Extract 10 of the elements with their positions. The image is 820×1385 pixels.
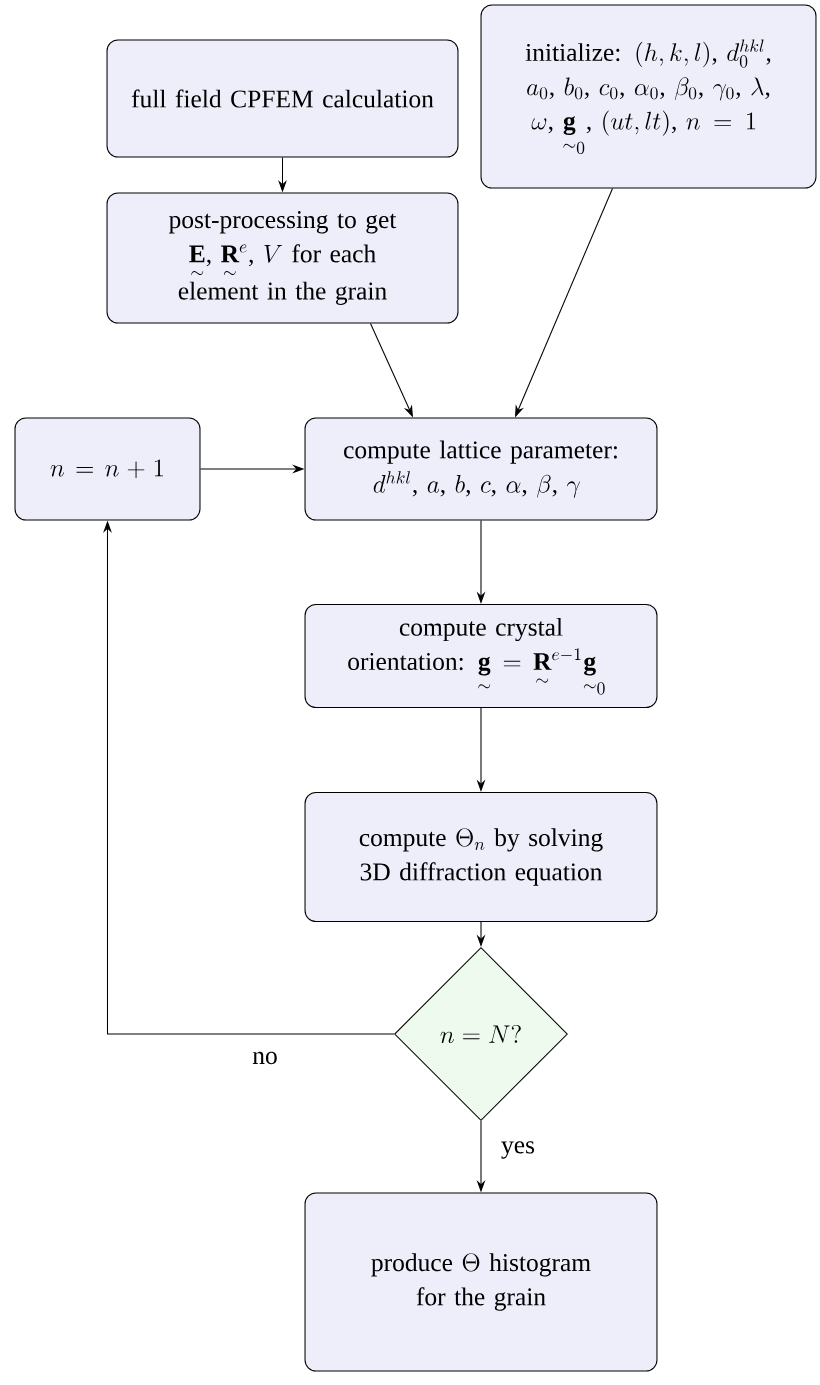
edge-label: yes: [499, 1139, 537, 1161]
process-box: ${}$compute crystal orientation: $\underset{\sim}{\mathbf{g}} = \underset{\sim}{\mathbf{R}}^{e-1}\underset{\sim}{\mathbf{g}}_0$ ${}$: [304, 604, 658, 709]
process-box: ${}$post-processing to get $\underset{\sim}{\mathbf{E}}$, $\underset{\sim}{\mathbf{R}}^e$, $V$ for each element in the grain${}$: [106, 192, 459, 324]
process-box: ${}$initialize: $(h,k,l)$, $d_0^{hkl}$, $a_0$, $b_0$, $c_0$, $\alpha_0$, $\beta_0$, $\gamma_0$, $\lambda$, $\omega$, $\underset{\sim}{\mathbf{g}}_0$, $(ut,lt)$, $n = 1$ ${}$: [480, 4, 817, 189]
edge-label: no: [250, 1050, 280, 1066]
process-box: ${}$compute $\Theta_n$ by solving 3D diffraction equation${}$: [304, 792, 658, 923]
process-box: full field CPFEM calculation: [106, 39, 459, 158]
process-box: $n = n + 1$: [14, 417, 201, 521]
process-box: ${}$compute lattice parameter: $d^{hkl}$, $a$, $b$, $c$, $\alpha$, $\beta$, $\gamma$ ${}$: [304, 417, 658, 521]
process-box: ${}$produce $\Theta$ histogram for the grain${}$: [304, 1192, 658, 1372]
